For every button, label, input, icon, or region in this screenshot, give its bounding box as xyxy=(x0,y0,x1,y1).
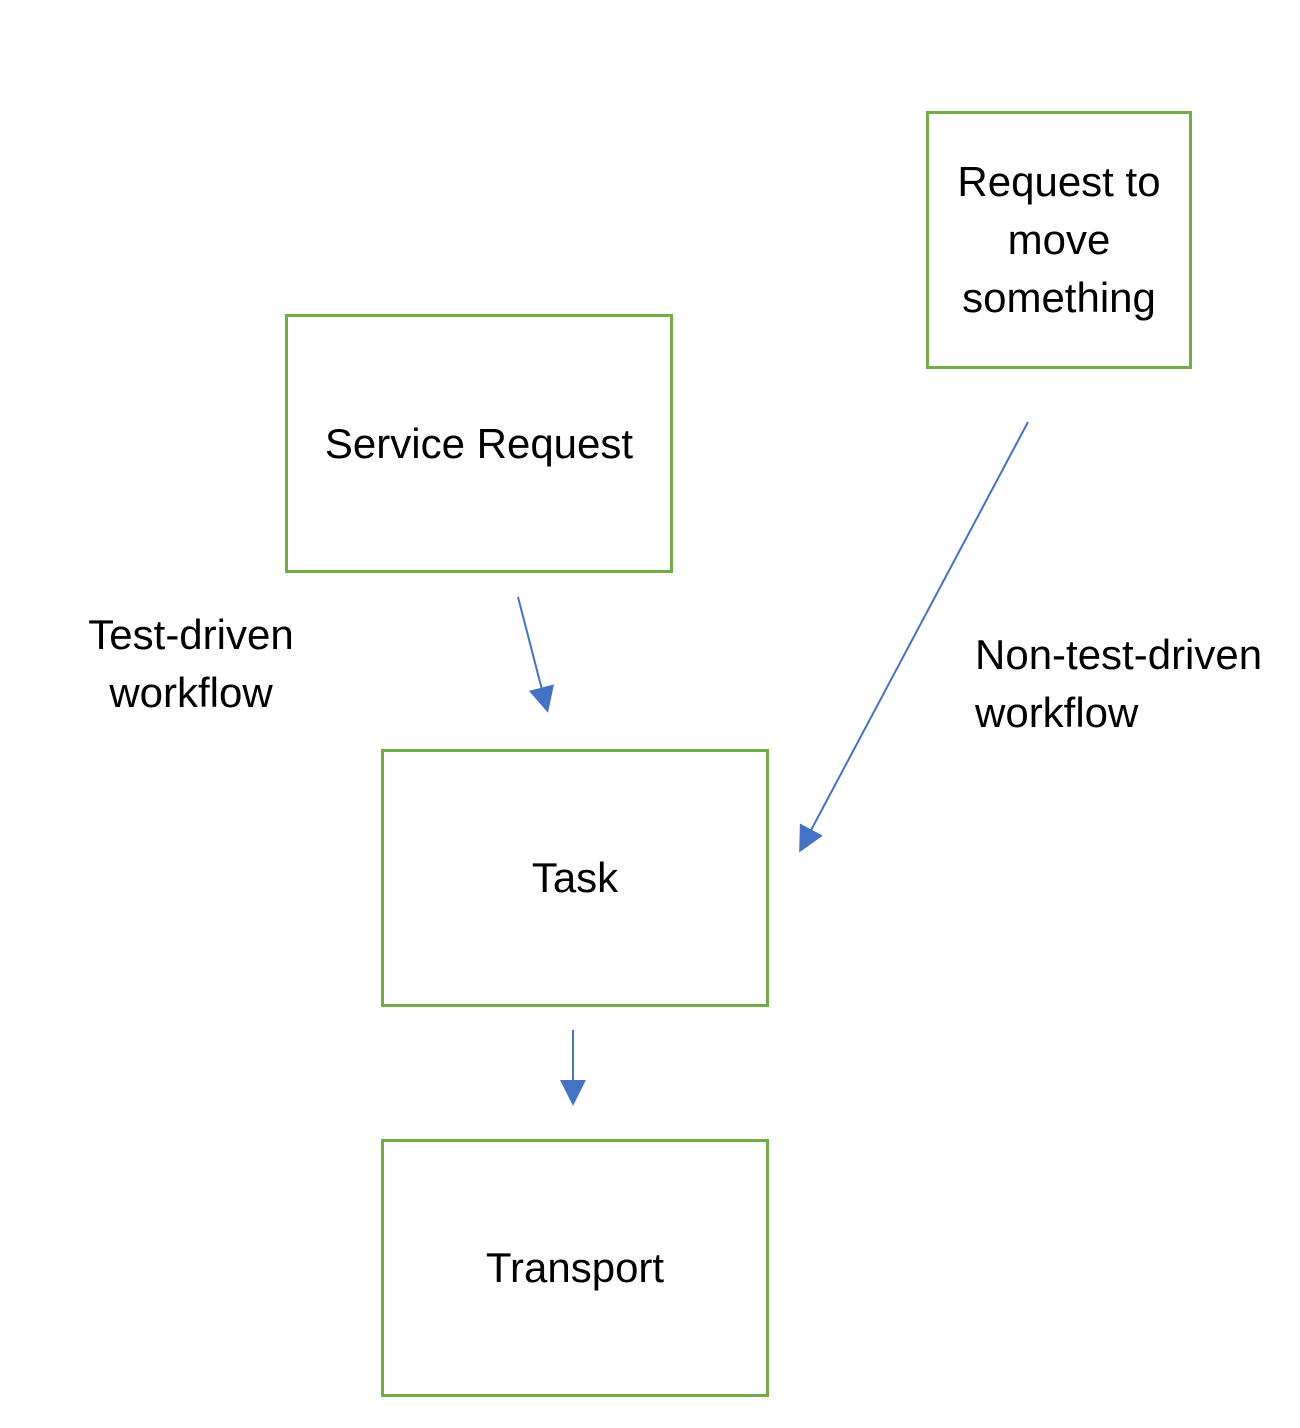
arrow-service-request-to-task xyxy=(517,596,555,713)
node-service-request: Service Request xyxy=(285,314,673,573)
edge-label-non-test-driven-workflow: Non-test-driven workflow xyxy=(975,631,1263,736)
edge-label-test-driven-workflow: Test-driven workflow xyxy=(88,611,294,716)
node-transport: Transport xyxy=(381,1139,769,1397)
node-task: Task xyxy=(381,749,769,1007)
node-request-to-move-something: Request to move something xyxy=(926,111,1192,369)
